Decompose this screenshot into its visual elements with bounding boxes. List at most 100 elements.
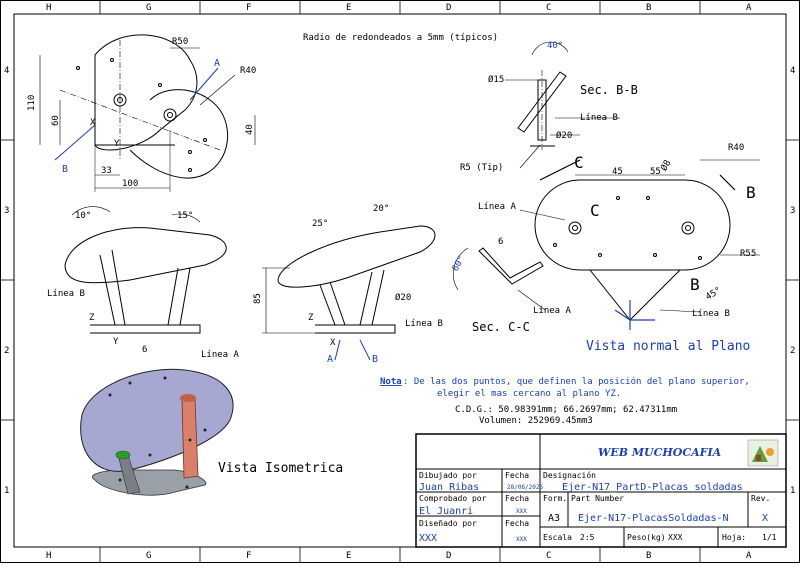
zone-letter: G [146, 3, 151, 13]
fecha-value: XXX [516, 536, 527, 543]
dim-d20: Ø20 [556, 130, 572, 141]
nota-line-2: elegir el mas cercano al plano YZ. [437, 389, 621, 399]
section-b-label: B [746, 183, 756, 202]
linea-a-label: Línea A [478, 202, 517, 212]
form-label: Form. [543, 494, 567, 503]
nota-block: Nota : De las dos puntos, que definen la… [380, 376, 750, 426]
left-iso-dims: 10° 15° Línea B Línea A Z Y 6 [47, 211, 240, 360]
linea-b-label: Línea B [47, 289, 85, 299]
section-c-c-title: Sec. C-C [472, 320, 530, 334]
top-view-dims: R50 R40 110 60 40 33 100 A B X Y [27, 37, 256, 189]
isometric-view-title: Vista Isometrica [218, 461, 343, 476]
designacion-value: Ejer-N17_PartD-Placas soldadas [562, 482, 743, 493]
zone-number: 4 [4, 66, 9, 76]
dim-20deg: 20° [373, 204, 389, 214]
zone-letter: A [746, 551, 752, 561]
dim-33: 33 [101, 166, 112, 176]
axis-x-label: X [90, 118, 96, 128]
section-label-a: A [327, 354, 333, 365]
linea-b-label: Línea B [580, 113, 618, 123]
zone-letter: A [746, 3, 752, 13]
disenado-label: Diseñado por [419, 519, 477, 528]
dim-45: 45 [612, 167, 623, 177]
top-view [39, 34, 256, 192]
zone-letter: C [546, 551, 551, 561]
section-c-label: C [574, 153, 584, 172]
peso-label: Peso(kg) [627, 533, 666, 542]
dim-d15: Ø15 [488, 74, 504, 85]
zone-letter: E [346, 3, 351, 13]
zone-numbers: 4 3 2 1 4 3 2 1 [4, 66, 795, 496]
section-b-b-dims: 40° Ø15 Ø20 R5 (Tip) Sec. B-B Línea B [460, 41, 638, 173]
axis-y-label: Y [114, 139, 120, 149]
nota-line-1: : De las dos puntos, que definen la posi… [403, 376, 750, 387]
section-b-label: B [690, 275, 700, 294]
dim-d20: Ø20 [395, 292, 411, 303]
dim-85: 85 [253, 293, 263, 304]
normal-view [519, 159, 760, 330]
fecha-label: Fecha [505, 471, 529, 480]
rev-value: X [762, 513, 768, 524]
zone-number: 1 [790, 486, 795, 496]
section-b-b [505, 41, 620, 169]
cdg-text: C.D.G.: 50.98391mm; 66.2697mm; 62.47311m… [455, 405, 677, 415]
section-b-b-title: Sec. B-B [580, 83, 638, 97]
section-c-label: C [590, 201, 600, 220]
zone-letter: F [246, 551, 251, 561]
zone-number: 2 [790, 346, 795, 356]
form-value: A3 [548, 513, 560, 524]
disenado-value: XXX [419, 533, 437, 544]
part-number-value: Ejer-N17-PlacasSoldadas-N [578, 513, 729, 524]
comprobado-label: Comprobado por [419, 494, 487, 503]
dim-110: 110 [27, 95, 37, 111]
dim-15deg: 15° [177, 211, 193, 221]
fecha-label: Fecha [505, 494, 529, 503]
zone-letters-top: H G F E D C B A [46, 3, 752, 13]
axis-y-label: Y [113, 337, 119, 347]
volume-text: Volumen: 252969.45mm3 [479, 416, 593, 426]
mid-iso-view [262, 225, 436, 361]
normal-view-title: Vista normal al Plano [586, 339, 750, 354]
zone-letter: G [146, 551, 151, 561]
linea-a-label: Línea A [201, 350, 240, 360]
zone-number: 3 [4, 206, 9, 216]
dim-r40: R40 [240, 66, 256, 76]
dim-45deg: 45° [704, 286, 723, 303]
dim-60deg: 60° [451, 254, 468, 273]
dibujado-label: Dibujado por [419, 471, 477, 480]
zone-letter: F [246, 3, 251, 13]
hoja-label: Hoja: [722, 533, 746, 542]
section-c-c-dims: 60° 6 Línea A Sec. C-C [451, 237, 572, 334]
comprobado-value: El Juanri [419, 506, 473, 517]
zone-number: 1 [4, 486, 9, 496]
zone-letter: H [46, 551, 51, 561]
zone-letter: E [346, 551, 351, 561]
hoja-value: 1/1 [762, 533, 777, 542]
company-name: WEB MUCHOCAFIA [598, 446, 722, 459]
zone-letter: D [446, 3, 451, 13]
linea-b-label: Línea B [405, 319, 443, 329]
zone-letters-bottom: H G F E D C B A [46, 551, 752, 561]
zone-number: 2 [4, 346, 9, 356]
section-label-a: A [214, 58, 220, 69]
dim-r40: R40 [728, 143, 744, 153]
dim-r5-tip: R5 (Tip) [460, 163, 503, 173]
dim-60: 60 [51, 115, 61, 126]
part-number-label: Part Number [571, 494, 624, 503]
isometric-view [80, 368, 234, 496]
dim-55: 55 [650, 167, 661, 177]
dim-40: 40 [245, 124, 255, 135]
dim-r50: R50 [172, 37, 188, 47]
designacion-label: Designación [543, 470, 596, 480]
fecha-label: Fecha [505, 519, 529, 528]
zone-number: 4 [790, 66, 795, 76]
zone-letter: H [46, 3, 51, 13]
dim-25deg: 25° [312, 219, 328, 229]
title-block-text: WEB MUCHOCAFIA Dibujado por Juan Ribas F… [419, 446, 777, 544]
zone-number: 3 [790, 206, 795, 216]
nota-label: Nota [380, 377, 402, 387]
peso-value: XXX [668, 533, 683, 542]
